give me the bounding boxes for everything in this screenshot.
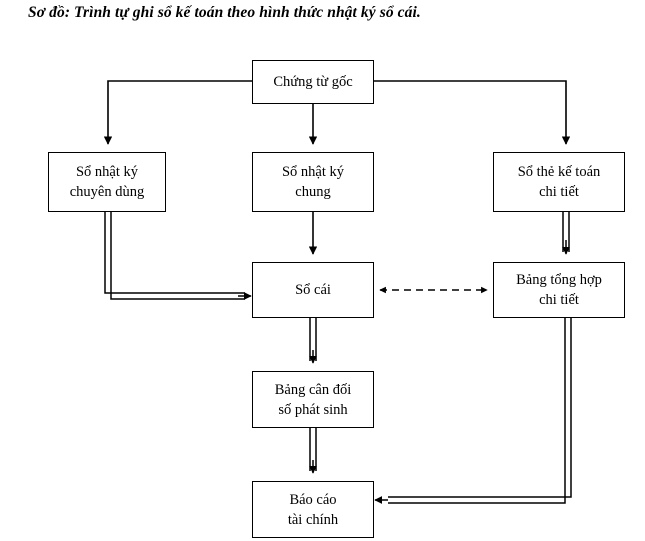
node-bao-cao-tai-chinh[interactable]: Báo cáo tài chính — [252, 481, 374, 538]
edge-goc-to-chuyen-dung — [103, 80, 252, 145]
node-bang-can-doi-so-phat-sinh[interactable]: Bảng cân đối số phát sinh — [252, 371, 374, 428]
node-label-so-cai: Sổ cái — [295, 282, 331, 298]
node-label-chung-tu-goc: Chứng từ gốc — [273, 74, 353, 90]
node-chung-tu-goc[interactable]: Chứng từ gốc — [252, 60, 374, 104]
node-so-nhat-ky-chung[interactable]: Sổ nhật ký chung — [252, 152, 374, 212]
node-label-so-nhat-ky-chung: Sổ nhật ký chung — [281, 164, 345, 200]
node-label-bao-cao-tai-chinh: Báo cáo tài chính — [287, 491, 339, 528]
edge-bang-can-doi-to-bao-cao — [309, 428, 317, 474]
edge-goc-to-the-ke-toan — [374, 80, 571, 145]
node-label-bang-can-doi-so-phat-sinh: Bảng cân đối số phát sinh — [274, 381, 352, 418]
node-label-so-nhat-ky-chuyen-dung: Sổ nhật ký chuyên dùng — [69, 164, 145, 200]
node-so-cai[interactable]: Sổ cái — [252, 262, 374, 318]
page-title: Sơ đồ: Trình tự ghi sổ kế toán theo hình… — [28, 4, 421, 21]
node-so-the-ke-toan-chi-tiet[interactable]: Sổ thẻ kế toán chi tiết — [493, 152, 625, 212]
edge-so-cai-to-bang-can-doi — [309, 318, 317, 364]
edge-chuyen-dung-to-so-cai — [104, 212, 252, 300]
node-label-bang-tong-hop-chi-tiet: Bảng tổng hợp chi tiết — [516, 272, 602, 308]
node-bang-tong-hop-chi-tiet[interactable]: Bảng tổng hợp chi tiết — [493, 262, 625, 318]
edge-the-ke-toan-to-bang-tong-hop — [562, 212, 570, 255]
node-so-nhat-ky-chuyen-dung[interactable]: Sổ nhật ký chuyên dùng — [48, 152, 166, 212]
node-label-so-the-ke-toan-chi-tiet: Sổ thẻ kế toán chi tiết — [517, 164, 601, 200]
edge-bang-tong-hop-to-bao-cao — [374, 318, 572, 504]
